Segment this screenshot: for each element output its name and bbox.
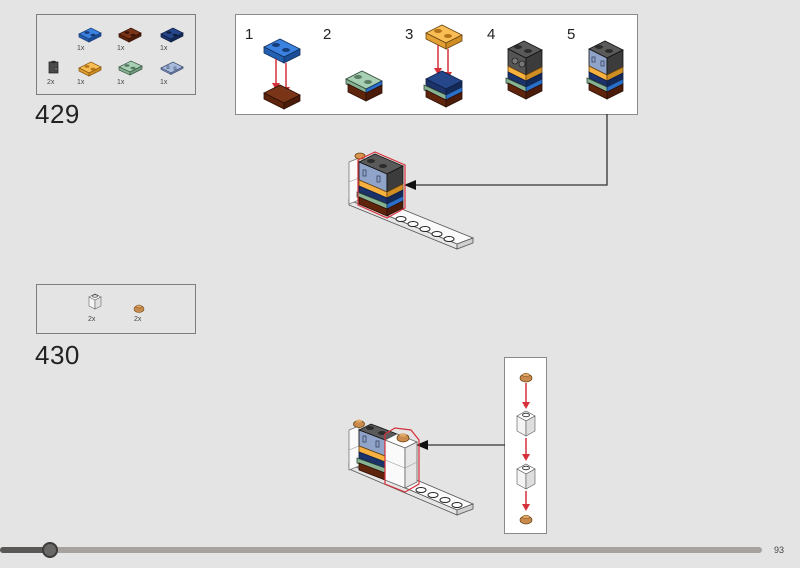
qty-label: 2x (88, 316, 96, 323)
substep-5-illustration (586, 40, 624, 100)
substep-callout: 1 2 3 4 5 (235, 14, 638, 115)
step-430-model (347, 419, 475, 516)
callout-arrow (416, 440, 505, 450)
orange-plate-icon (78, 61, 102, 77)
callout-arrow (404, 114, 608, 190)
substep-number: 2 (323, 26, 332, 43)
substep-number: 5 (567, 26, 576, 43)
qty-label: 1x (77, 79, 85, 86)
qty-label: 1x (160, 45, 168, 52)
qty-label: 2x (134, 316, 142, 323)
qty-label: 2x (47, 79, 55, 86)
progress-fill (0, 547, 50, 553)
progress-track (0, 547, 762, 553)
qty-label: 1x (117, 45, 125, 52)
substep-1-illustration (263, 38, 301, 110)
step-429-model (347, 151, 475, 250)
base-studs (395, 216, 455, 242)
substep-number: 4 (487, 26, 496, 43)
sand-green-clip-plate-icon (118, 60, 143, 76)
substep-4-illustration (505, 40, 543, 100)
sand-blue-tile-icon (160, 61, 184, 75)
white-brick-icon (88, 293, 102, 310)
step-number-429: 429 (35, 99, 80, 129)
stacking-sequence (516, 372, 536, 525)
blue-plate-icon (78, 27, 102, 43)
dark-blue-plate-icon (160, 27, 184, 43)
parts-list-430: 2x 2x (36, 284, 196, 334)
qty-label: 1x (117, 79, 125, 86)
page-number: 93 (774, 545, 785, 555)
parts-list-429: 1x 1x 1x 2x 1x 1x (36, 14, 196, 95)
substep-3-illustration (423, 24, 463, 108)
page-progress-bar[interactable] (0, 542, 762, 558)
qty-label: 1x (77, 45, 85, 52)
new-part-highlight (357, 151, 406, 219)
new-part-highlight (384, 427, 420, 493)
substep-2-illustration (345, 70, 383, 102)
dark-gray-brick-icon (48, 60, 59, 74)
step-number-430: 430 (35, 340, 80, 370)
reddish-brown-plate-icon (118, 27, 142, 43)
progress-handle[interactable] (42, 542, 58, 558)
substep-number: 3 (405, 26, 414, 43)
qty-label: 1x (160, 79, 168, 86)
substep-number: 1 (245, 26, 254, 43)
stacking-callout (504, 357, 547, 534)
nougat-round-plate-icon (133, 304, 145, 313)
